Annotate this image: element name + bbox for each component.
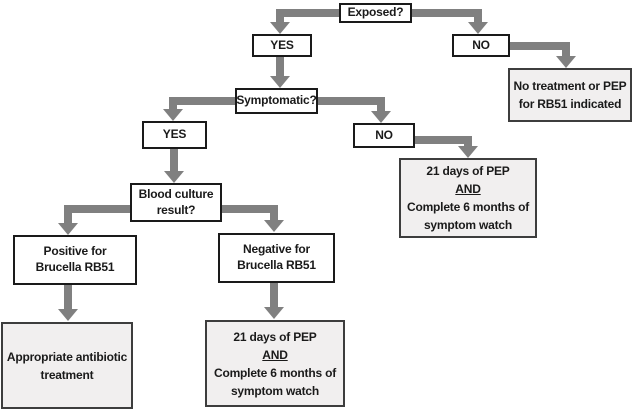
node-exposed: Exposed? [339, 3, 412, 23]
node-blood-culture: Blood culture result? [130, 183, 222, 222]
arrow-blood-culture-to-positive [58, 205, 130, 235]
node-pep-watch-right: 21 days of PEP AND Complete 6 months of … [399, 158, 537, 238]
node-pep-watch-right-line1: 21 days of PEP [426, 164, 510, 178]
node-no-treatment: No treatment or PEP for RB51 indicated [508, 68, 632, 122]
arrow-yes-to-symptomatic [270, 57, 290, 88]
arrow-symptomatic-to-yes [163, 97, 235, 121]
arrow-blood-culture-to-negative [222, 205, 284, 232]
node-antibiotic-treatment: Appropriate antibiotic treatment [1, 322, 133, 409]
node-positive-rb51-line1: Positive for [43, 244, 107, 259]
node-positive-rb51-line2: Brucella RB51 [35, 260, 115, 274]
node-pep-watch-bottom-line1: 21 days of PEP [233, 329, 317, 344]
node-symptomatic-no-label: NO [375, 127, 393, 142]
node-antibiotic-treatment-line2: treatment [40, 367, 94, 382]
node-exposed-label: Exposed? [347, 5, 404, 20]
arrow-no-to-pep-watch [415, 136, 478, 158]
node-exposed-no-label: NO [472, 37, 490, 52]
node-pep-watch-bottom-line4: symptom watch [230, 383, 320, 398]
node-symptomatic-yes: YES [142, 121, 207, 149]
node-symptomatic-label: Symptomatic? [236, 93, 317, 108]
arrow-symptomatic-to-no [318, 97, 391, 123]
node-pep-watch-bottom-line3: Complete 6 months of [213, 365, 336, 380]
node-symptomatic-no: NO [353, 123, 415, 148]
node-negative-rb51: Negative for Brucella RB51 [218, 233, 335, 283]
arrow-yes-to-blood-culture [164, 148, 184, 183]
arrow-no-to-no-treatment [510, 42, 576, 68]
node-no-treatment-line1: No treatment or PEP [513, 79, 627, 93]
node-blood-culture-line2: result? [156, 202, 196, 217]
node-symptomatic-yes-label: YES [162, 127, 187, 142]
node-pep-watch-right-line3: Complete 6 months of [406, 200, 529, 214]
node-exposed-no: NO [452, 34, 510, 57]
node-exposed-yes: YES [252, 34, 312, 57]
arrow-exposed-to-yes [270, 9, 339, 34]
node-pep-watch-right-line2: AND [455, 182, 481, 196]
node-exposed-yes-label: YES [270, 37, 294, 52]
node-pep-watch-right-line4: symptom watch [423, 218, 513, 232]
arrow-positive-to-antibiotic [58, 285, 78, 321]
node-blood-culture-line1: Blood culture [138, 186, 214, 201]
node-antibiotic-treatment-line1: Appropriate antibiotic [6, 349, 128, 364]
arrow-negative-to-pep-watch [264, 283, 284, 319]
node-negative-rb51-line2: Brucella RB51 [237, 258, 316, 272]
node-no-treatment-line2: for RB51 indicated [518, 97, 622, 111]
node-negative-rb51-line1: Negative for [243, 242, 310, 257]
node-pep-watch-bottom: 21 days of PEP AND Complete 6 months of … [205, 320, 345, 407]
node-pep-watch-bottom-line2: AND [262, 347, 288, 362]
node-positive-rb51: Positive for Brucella RB51 [13, 235, 137, 285]
arrow-exposed-to-no [412, 9, 488, 34]
node-symptomatic: Symptomatic? [235, 88, 318, 114]
